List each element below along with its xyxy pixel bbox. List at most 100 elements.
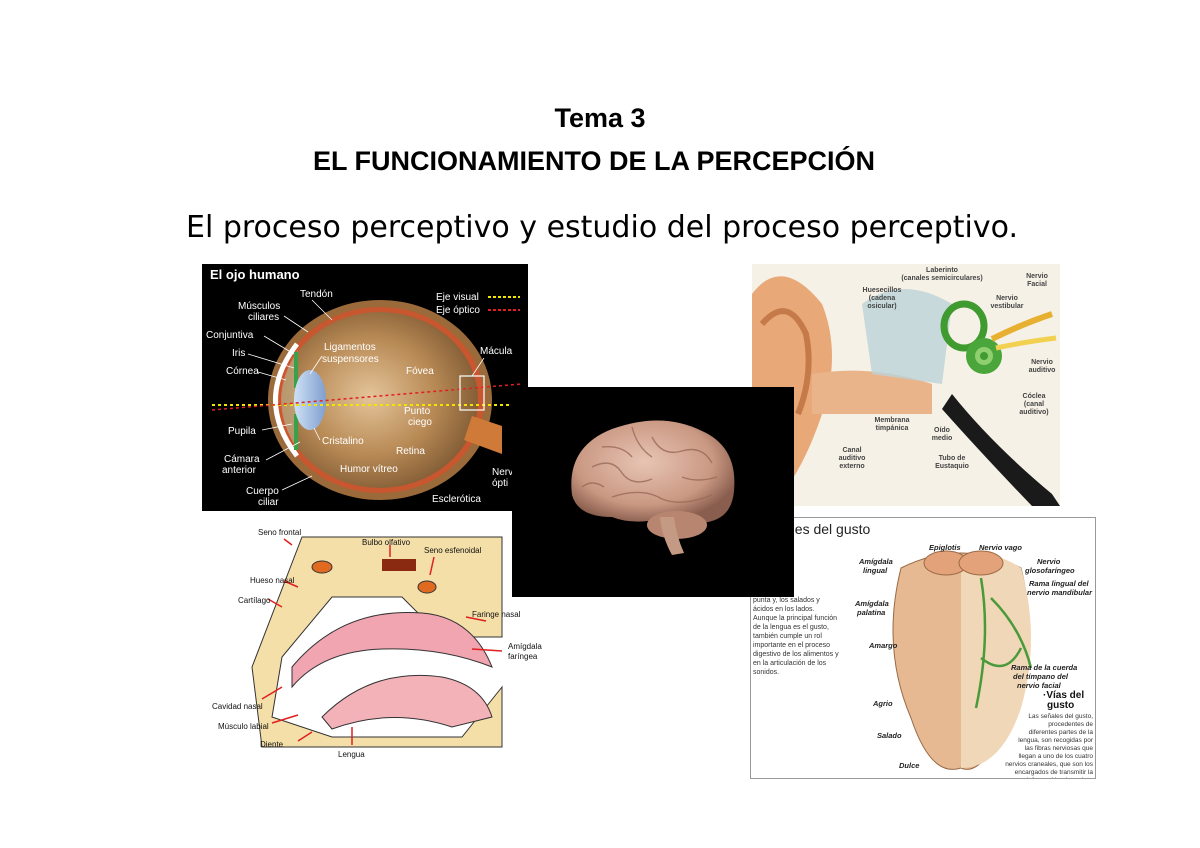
label-musculo-labial: Músculo labial: [218, 722, 269, 731]
taste-left-line: importante en el proceso: [753, 642, 830, 649]
optical-axis-line: [211, 383, 523, 411]
label-cartilago: Cartílago: [238, 596, 271, 605]
taste-vias-line: lengua, son recogidas por: [1018, 737, 1094, 744]
taste-left-line: también cumple un rol: [753, 633, 822, 640]
taste-vias-line: diferentes partes de la: [1029, 729, 1094, 736]
label-rama-cuerda-1: Rama de la cuerda: [1011, 663, 1077, 672]
label-membrana-1: Membrana: [874, 417, 909, 424]
cornea: [273, 342, 299, 458]
eye-title: El ojo humano: [210, 267, 300, 282]
label-epiglotis: Epiglotis: [929, 543, 961, 552]
taste-left-line: en la articulación de los: [753, 660, 827, 667]
label-punto: Punto: [404, 406, 431, 417]
label-coclea-2: (canal: [1024, 401, 1044, 408]
nasal-cavity-diagram: Seno frontal Bulbo olfativo Seno esfenoi…: [202, 517, 562, 767]
taste-vias-line: llegan a uno de los cuatro: [1019, 753, 1094, 760]
label-rama-cuerda-2: del tímpano del: [1013, 672, 1069, 681]
label-cuerpo: Cuerpo: [246, 486, 279, 497]
label-amigdala-2: faríngea: [508, 652, 538, 661]
label-humor: Humor vítreo: [340, 464, 398, 475]
document-title-line1: Tema 3: [554, 103, 646, 133]
label-ciliares: ciliares: [248, 312, 279, 323]
label-tubo-1: Tubo de: [939, 455, 966, 462]
label-nervio-facial-1: Nervio: [1026, 273, 1048, 280]
sphenoid-sinus: [417, 580, 437, 594]
label-conjuntiva: Conjuntiva: [206, 330, 254, 341]
tongue: [321, 674, 493, 730]
eustachian-tube: [942, 394, 1060, 506]
label-bulbo: Bulbo olfativo: [362, 538, 411, 547]
label-nervio-auditivo-2: auditivo: [1029, 367, 1056, 374]
label-vias-1: ·Vías del: [1043, 690, 1084, 701]
taste-left-line: sonidos.: [753, 669, 779, 676]
label-nervio-glos-1: Nervio: [1037, 557, 1061, 566]
label-canal-3: externo: [839, 463, 864, 470]
taste-left-line: de la lengua es el gusto,: [753, 624, 829, 631]
label-hueso-nasal: Hueso nasal: [250, 576, 295, 585]
label-pupila: Pupila: [228, 426, 256, 437]
label-oido-2: medio: [932, 435, 953, 442]
taste-vias-line: encargados de transmitir la: [1015, 769, 1094, 776]
label-anterior: anterior: [222, 465, 257, 476]
optic-nerve: [464, 416, 502, 454]
label-suspensores: suspensores: [322, 354, 379, 365]
eye-diagram: El ojo humano Eje visual Eje óptico Tend…: [202, 264, 528, 511]
document-title-line2: EL FUNCIONAMIENTO DE LA PERCEPCIÓN: [312, 146, 876, 176]
taste-nerves: [974, 577, 1033, 709]
label-esclerotica: Esclerótica: [432, 494, 481, 505]
label-ligamentos: Ligamentos: [324, 342, 376, 353]
label-canal-1: Canal: [842, 447, 861, 454]
taste-left-line: Aunque la principal función: [753, 615, 837, 622]
label-huesecillos-1: Huesecillos: [863, 287, 902, 294]
label-amargo: Amargo: [868, 641, 898, 650]
olfactory-bulb: [382, 559, 416, 571]
label-nervio-vago: Nervio vago: [979, 543, 1022, 552]
label-rama-cuerda-3: nervio facial: [1017, 681, 1062, 690]
label-membrana-2: timpánica: [876, 425, 909, 432]
lens: [294, 370, 326, 430]
labyrinth: [940, 300, 1002, 374]
label-tubo-2: Eustaquio: [935, 463, 969, 470]
taste-title: nes del gusto: [787, 521, 870, 537]
label-huesecillos-3: osicular): [867, 303, 896, 310]
iris: [294, 352, 298, 388]
label-iris: Iris: [232, 348, 245, 359]
facial-nerve: [990, 311, 1053, 342]
label-amigdala-lingual-1: Amígdala: [858, 557, 893, 566]
label-dulce: Dulce: [899, 761, 919, 770]
nasal-cavity: [291, 611, 493, 689]
label-nervio-vestibular-1: Nervio: [996, 295, 1018, 302]
brain-stem: [660, 517, 684, 555]
label-musculos: Músculos: [238, 301, 280, 312]
label-amigdala-lingual-2: lingual: [863, 566, 888, 575]
taste-vias-line: Las señales del gusto,: [1028, 713, 1093, 720]
label-oido-1: Oído: [934, 427, 950, 434]
taste-vias-text: Las señales del gusto,procedentes dedife…: [1005, 713, 1094, 778]
label-vias-2: gusto: [1047, 700, 1074, 711]
label-laberinto-2: (canales semicirculares): [901, 275, 982, 282]
label-cornea: Córnea: [226, 366, 259, 377]
vitreous-humor: [282, 312, 478, 488]
label-huesecillos-2: (cadena: [869, 295, 896, 302]
label-nervio-1: Nerv: [492, 467, 513, 478]
label-amigdala-palatina-2: palatina: [856, 608, 885, 617]
label-camara: Cámara: [224, 454, 260, 465]
label-seno-esfenoidal: Seno esfenoidal: [424, 546, 482, 555]
label-lengua: Lengua: [338, 750, 365, 759]
label-coclea-3: auditivo): [1019, 409, 1048, 416]
label-coclea-1: Cóclea: [1023, 393, 1046, 400]
label-rama-lingual-2: nervio mandibular: [1027, 588, 1093, 597]
label-nervio-2: ópti: [492, 478, 508, 489]
label-ciego: ciego: [408, 417, 432, 428]
label-amigdala-1: Amígdala: [508, 642, 542, 651]
label-nervio-glos-2: glosofaríngeo: [1024, 566, 1075, 575]
cerebrum: [571, 420, 735, 524]
label-rama-lingual-1: Rama lingual del: [1029, 579, 1090, 588]
ear-canal: [812, 370, 932, 414]
ear-diagram: Laberinto (canales semicirculares) Nervi…: [752, 264, 1060, 506]
label-faringe-nasal: Faringe nasal: [472, 610, 521, 619]
taste-vias-line: las fibras nerviosas que: [1025, 745, 1094, 752]
taste-vias-line: nervios craneales, que son los: [1005, 761, 1094, 768]
taste-left-line: punta y, los salados y: [753, 597, 820, 604]
